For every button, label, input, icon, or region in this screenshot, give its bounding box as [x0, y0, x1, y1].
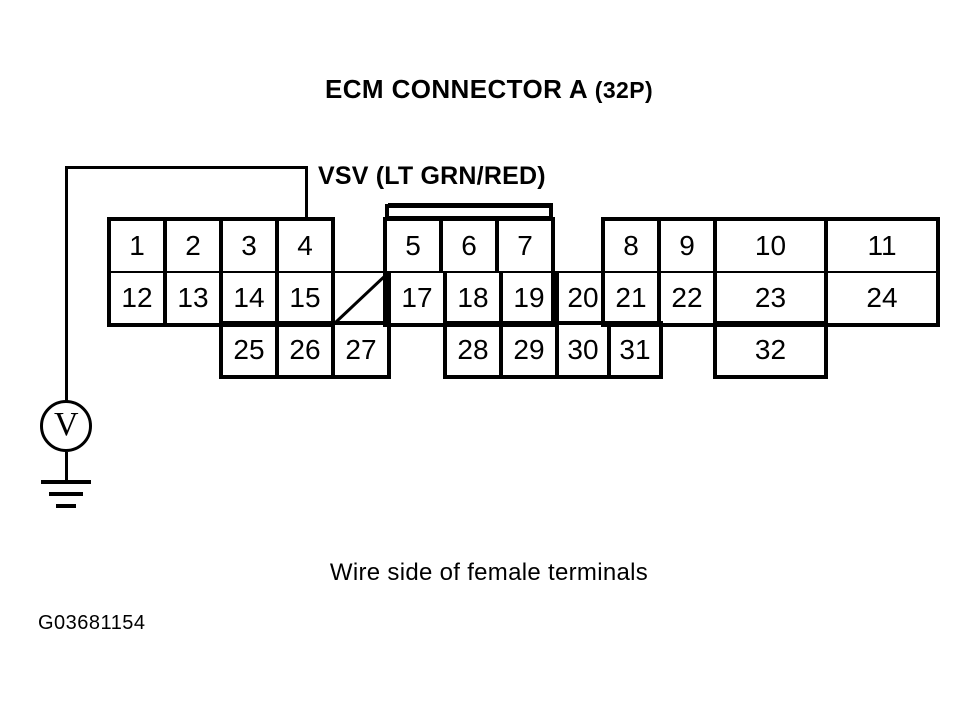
- pin-cell-26[interactable]: 26: [277, 323, 333, 377]
- pin-cell-22[interactable]: 22: [659, 271, 715, 325]
- pin-cell-17[interactable]: 17: [389, 271, 445, 325]
- pin-cell-10[interactable]: 10: [715, 219, 826, 273]
- pin-cell-11[interactable]: 11: [826, 219, 938, 273]
- pin-cell-29[interactable]: 29: [501, 323, 557, 377]
- pin-cell-9[interactable]: 9: [659, 219, 715, 273]
- wire-top-horizontal: [65, 166, 308, 169]
- pin-cell-20[interactable]: 20: [557, 271, 609, 325]
- pin-cell-6[interactable]: 6: [441, 219, 497, 273]
- pin-cell-12[interactable]: 12: [109, 271, 165, 325]
- circuit-label-vsv: VSV (LT GRN/RED): [318, 162, 546, 190]
- pin-cell-19[interactable]: 19: [501, 271, 557, 325]
- wire-meter-to-ground: [65, 452, 68, 480]
- pin-cell-21[interactable]: 21: [603, 271, 659, 325]
- pin-cell-32[interactable]: 32: [715, 323, 826, 377]
- page-title: ECM CONNECTOR A (32P): [0, 74, 978, 105]
- page-title-main: ECM CONNECTOR A: [324, 74, 588, 104]
- pin-cell-25[interactable]: 25: [221, 323, 277, 377]
- pin-cell-18[interactable]: 18: [445, 271, 501, 325]
- voltmeter-circle: [40, 400, 92, 452]
- pin-cell-2[interactable]: 2: [165, 219, 221, 273]
- ground-bar-small: [56, 504, 76, 508]
- ground-bar-large: [41, 480, 91, 484]
- pin-cell-27[interactable]: 27: [333, 323, 389, 377]
- pin-cell-30[interactable]: 30: [557, 323, 609, 377]
- figure-id: G03681154: [38, 612, 146, 634]
- pin-cell-7[interactable]: 7: [497, 219, 553, 273]
- pin-cell-5[interactable]: 5: [385, 219, 441, 273]
- pin-cell-15[interactable]: 15: [277, 271, 333, 325]
- pin-cell-4[interactable]: 4: [277, 219, 333, 273]
- page-title-pin-count: (32P): [594, 77, 654, 103]
- ground-bar-medium: [49, 492, 83, 496]
- pin-cell-16-blank: [333, 271, 389, 325]
- pin-cell-8[interactable]: 8: [603, 219, 659, 273]
- wire-drop-to-pin-4: [305, 166, 308, 221]
- connector-keyway-tab: [385, 204, 553, 220]
- pin-cell-1[interactable]: 1: [109, 219, 165, 273]
- pin-cell-13[interactable]: 13: [165, 271, 221, 325]
- wire-meter-vertical: [65, 166, 68, 402]
- pin-cell-14[interactable]: 14: [221, 271, 277, 325]
- pin-cell-28[interactable]: 28: [445, 323, 501, 377]
- pin-cell-31[interactable]: 31: [609, 323, 661, 377]
- voltmeter-v-symbol: V: [54, 406, 79, 443]
- figure-caption: Wire side of female terminals: [329, 559, 649, 586]
- pin-cell-3[interactable]: 3: [221, 219, 277, 273]
- pin-cell-24[interactable]: 24: [826, 271, 938, 325]
- pin-cell-23[interactable]: 23: [715, 271, 826, 325]
